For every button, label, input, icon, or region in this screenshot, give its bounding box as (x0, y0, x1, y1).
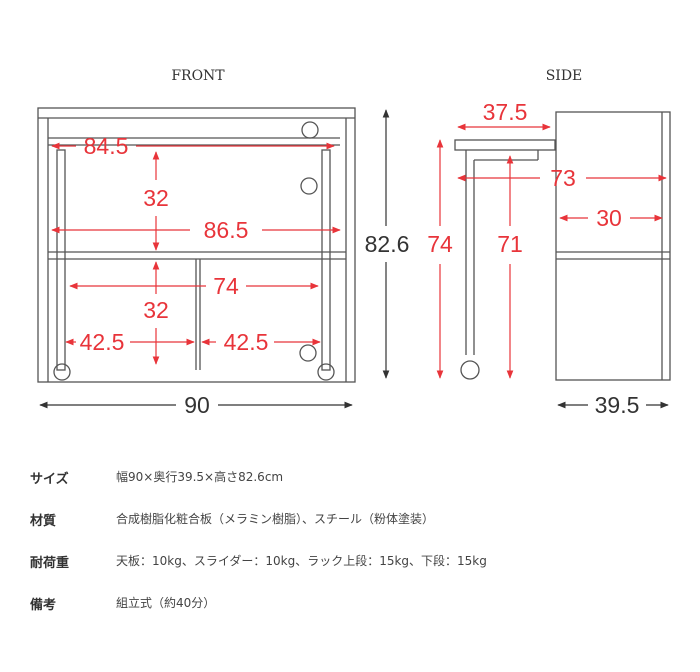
front-left-post (56, 149, 66, 371)
caster-bottom-right (299, 344, 317, 362)
dim-side-inner-height: 71 (497, 231, 523, 257)
side-view-label: SIDE (546, 68, 583, 84)
side-slider-top (454, 139, 556, 151)
spec-row-size: サイズ 幅90×奥行39.5×高さ82.6cm (30, 468, 670, 510)
spec-value: 幅90×奥行39.5×高さ82.6cm (116, 470, 284, 484)
front-total-dimensions (39, 109, 390, 409)
caster-bottom-left (53, 363, 71, 381)
front-outline (37, 107, 356, 383)
dim-total-height: 82.6 (365, 231, 410, 257)
dim-slider-depth: 37.5 (483, 99, 528, 125)
dim-right-bay: 42.5 (224, 329, 269, 355)
caster-mid-right (300, 177, 318, 195)
dim-side-total-height: 74 (427, 231, 453, 257)
dim-inner-width: 86.5 (204, 217, 249, 243)
front-view (37, 107, 356, 383)
spec-table: サイズ 幅90×奥行39.5×高さ82.6cm 材質 合成樹脂化粧合板（メラミン… (30, 468, 670, 636)
spec-key: 材質 (30, 514, 57, 529)
front-right-post (321, 149, 331, 371)
spec-key: サイズ (30, 472, 69, 487)
dim-upper-height: 32 (143, 185, 169, 211)
spec-row-load: 耐荷重 天板：10kg、スライダー：10kg、ラック上段：15kg、下段：15k… (30, 552, 670, 594)
dim-top-width: 84.5 (84, 133, 129, 159)
dim-depth: 39.5 (595, 392, 640, 418)
dim-top-depth: 73 (550, 165, 576, 191)
dim-lower-height: 32 (143, 297, 169, 323)
dim-total-width: 90 (184, 392, 210, 418)
spec-value: 天板：10kg、スライダー：10kg、ラック上段：15kg、下段：15kg (116, 554, 487, 568)
caster-bottom-right-2 (317, 363, 335, 381)
spec-row-notes: 備考 組立式（約40分） (30, 594, 670, 636)
side-dimensions (436, 123, 667, 379)
spec-row-material: 材質 合成樹脂化粧合板（メラミン樹脂）、スチール（粉体塗装） (30, 510, 670, 552)
dim-lower-inner-width: 74 (213, 273, 239, 299)
dim-left-bay: 42.5 (80, 329, 125, 355)
spec-value: 組立式（約40分） (116, 596, 216, 610)
side-cabinet (555, 111, 671, 381)
caster-top-right (301, 121, 319, 139)
front-dimensions (51, 142, 341, 365)
spec-value: 合成樹脂化粧合板（メラミン樹脂）、スチール（粉体塗装） (116, 512, 435, 526)
furniture-dimension-diagram: FRONT SIDE 84.5 32 (37, 68, 671, 418)
side-caster (460, 360, 480, 380)
front-view-label: FRONT (171, 68, 225, 84)
dim-shelf-depth: 30 (596, 205, 622, 231)
spec-key: 耐荷重 (30, 556, 70, 571)
spec-key: 備考 (30, 598, 57, 613)
side-view (454, 111, 671, 381)
